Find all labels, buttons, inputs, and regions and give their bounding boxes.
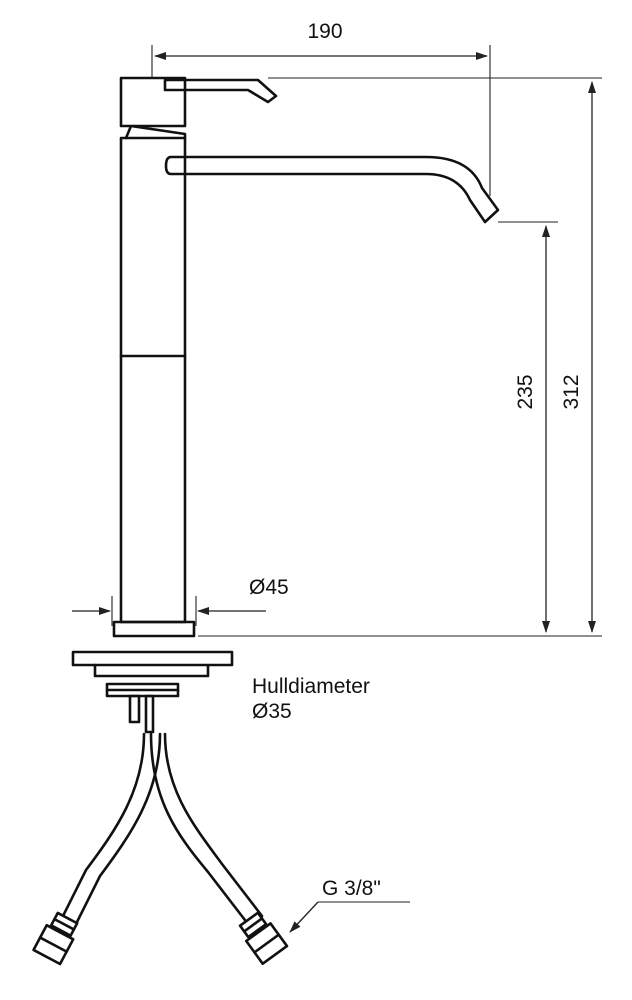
hole-diameter-value: Ø35	[252, 700, 292, 723]
spout-height-label: 235	[514, 374, 537, 409]
mounting-flange	[71, 650, 234, 734]
total-height-label: 312	[560, 374, 583, 409]
spout-height-dimension: 235	[514, 225, 550, 633]
thread-note: G 3/8"	[289, 877, 410, 933]
hole-diameter-note: Hulldiameter Ø35	[252, 675, 370, 723]
hole-diameter-title: Hulldiameter	[252, 675, 370, 698]
flexible-hoses	[32, 732, 289, 966]
lever-handle	[119, 76, 278, 128]
spout	[164, 155, 500, 224]
base-diameter-label: Ø45	[249, 576, 289, 599]
base-diameter-dimension: Ø45	[72, 576, 289, 626]
total-height-dimension: 312	[560, 81, 596, 633]
faucet-body	[112, 124, 196, 638]
width-dimension: 190	[151, 20, 491, 196]
thread-label: G 3/8"	[322, 877, 381, 900]
width-label: 190	[307, 20, 342, 43]
